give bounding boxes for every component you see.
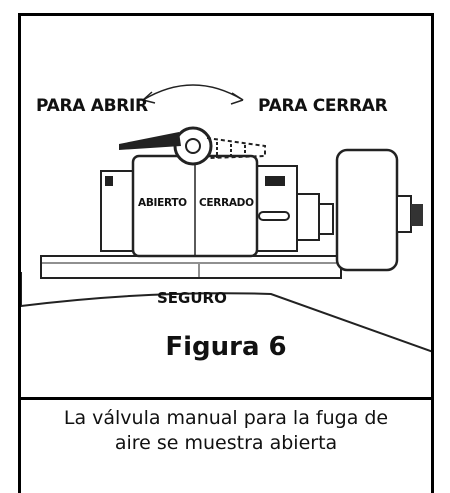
caption-line-1: La válvula manual para la fuga de [63,407,389,429]
base-plate-curve [21,272,431,353]
double-headed-curved-arrow-icon [142,84,244,101]
caption-divider [21,397,431,400]
lever-handle-closed-ghost [206,137,266,159]
threaded-end [411,204,423,226]
pipe-fitting [296,193,320,241]
caption-line-2: aire se muestra abierta [114,432,338,454]
lever-handle-icon [119,132,181,150]
close-direction-label: PARA CERRAR [258,96,388,116]
valve-diagram [21,84,431,353]
closed-state-label: CERRADO [199,197,254,209]
figure-illustration-area: PARA ABRIR PARA CERRAR ABIERTO CERRADO S… [21,16,431,398]
figure-frame: PARA ABRIR PARA CERRAR ABIERTO CERRADO S… [18,13,434,493]
side-lever [258,211,290,221]
open-direction-label: PARA ABRIR [36,96,148,116]
safe-label: SEGURO [157,289,227,307]
base-plate [40,255,342,279]
gauge-housing [335,148,399,272]
figure-title: Figura 6 [165,332,287,362]
open-state-label: ABIERTO [138,197,187,209]
figure-caption: La válvula manual para la fuga de aire s… [21,406,431,456]
